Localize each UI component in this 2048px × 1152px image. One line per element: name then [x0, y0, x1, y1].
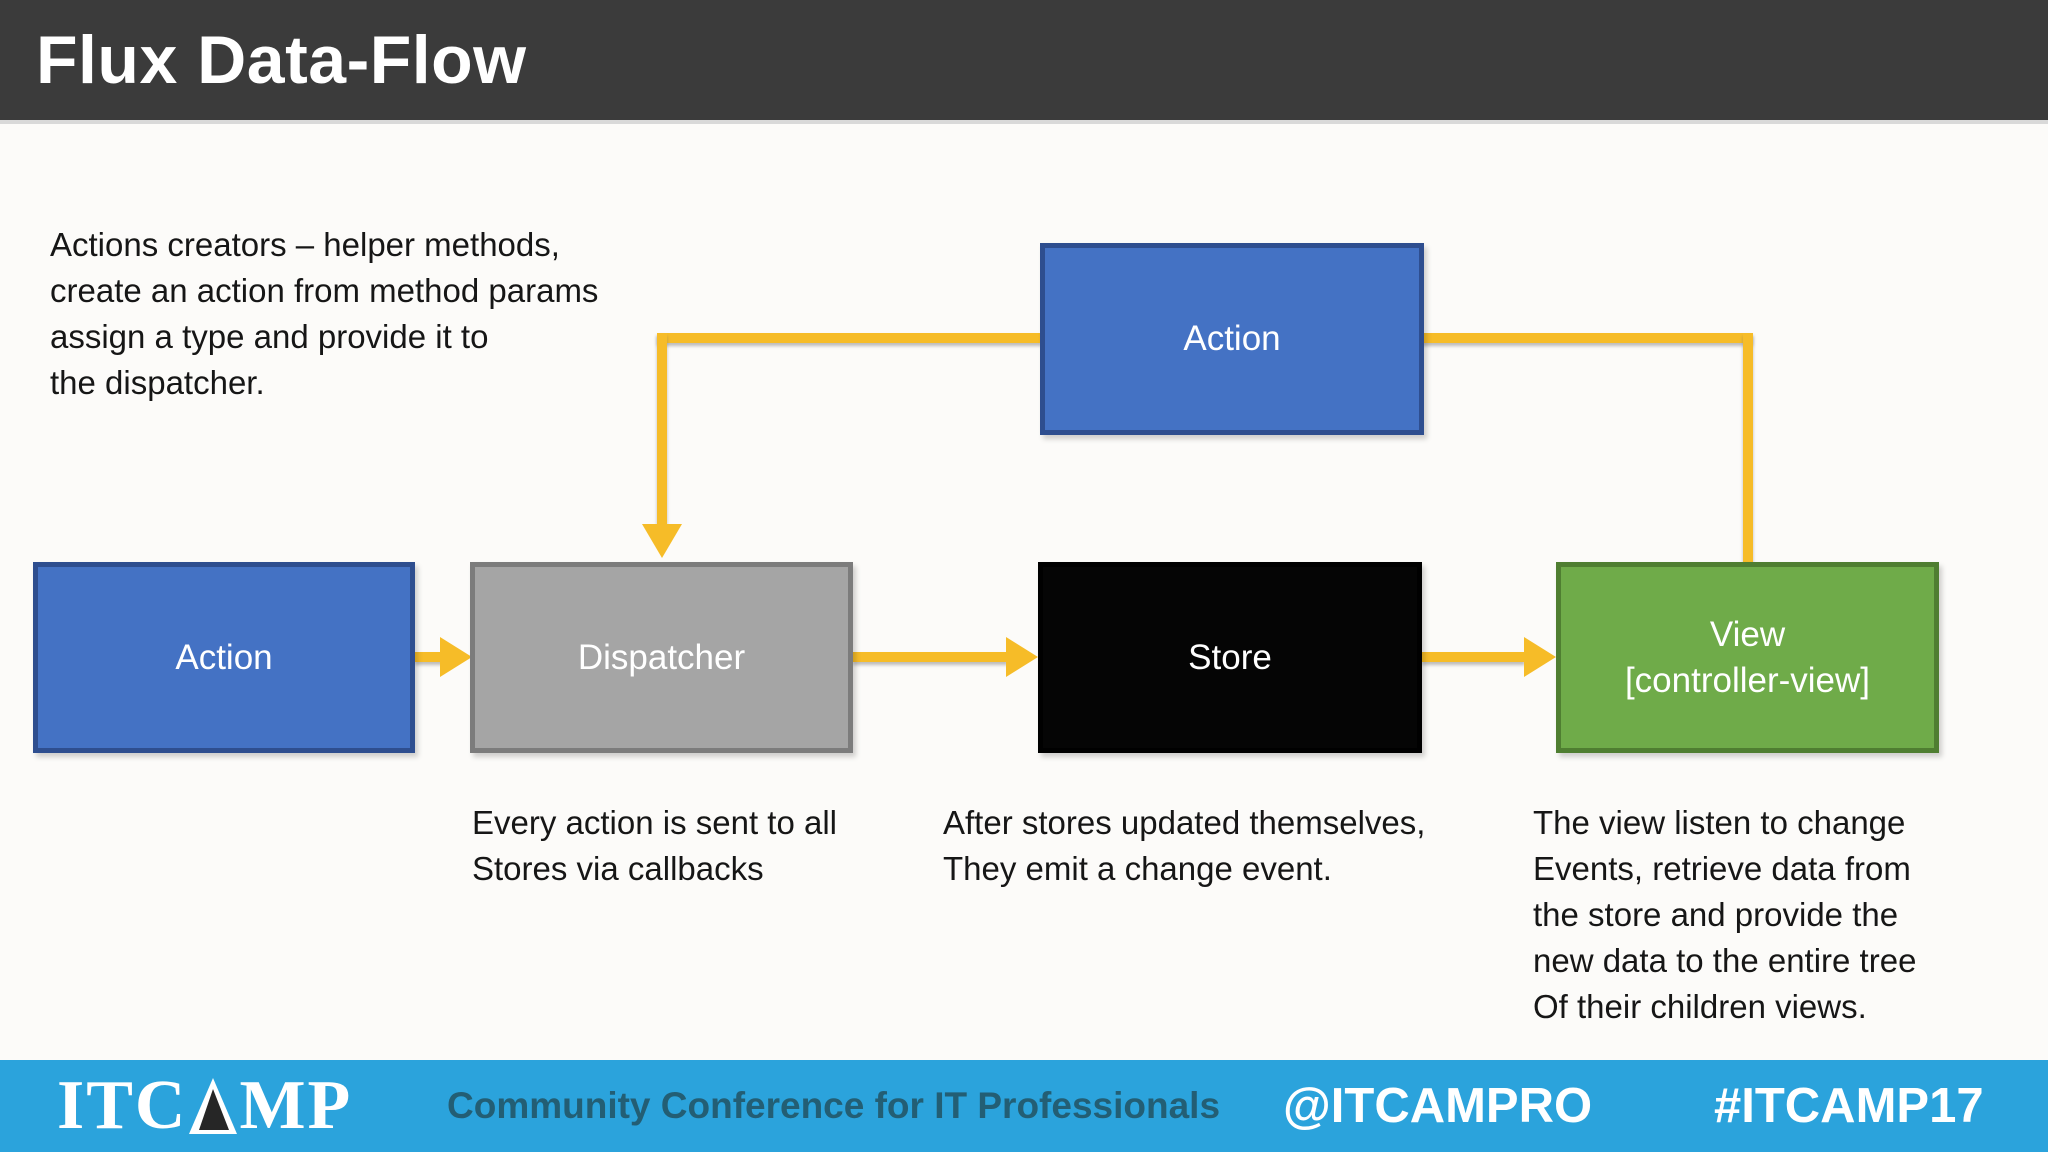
note-store: After stores updated themselves, They em…: [943, 804, 1426, 887]
connector-store-to-view: [1422, 652, 1525, 662]
footer-bar: ITC MP Community Conference for IT Profe…: [0, 1060, 2048, 1152]
footer-twitter-handle: @ITCAMPRO: [1283, 1079, 1593, 1133]
node-action-left-label: Action: [175, 637, 273, 677]
arrowhead-into-view: [1524, 637, 1556, 677]
arrowhead-into-store: [1006, 637, 1038, 677]
node-store: Store: [1038, 562, 1422, 753]
footer-hashtag: #ITCAMP17: [1714, 1079, 1984, 1133]
note-action-creators: Actions creators – helper methods, creat…: [50, 226, 599, 401]
connector-view-to-action-horizontal: [1422, 333, 1753, 343]
note-view: The view listen to change Events, retrie…: [1533, 804, 1917, 1025]
footer-tagline: Community Conference for IT Professional…: [447, 1085, 1221, 1126]
tent-triangle-icon: [189, 1078, 238, 1134]
connector-view-to-action-vertical: [1743, 333, 1753, 564]
connector-actionleft-to-dispatcher: [415, 652, 443, 662]
page-title: Flux Data-Flow: [36, 22, 527, 98]
node-action-top-label: Action: [1183, 319, 1281, 359]
node-store-label: Store: [1188, 637, 1272, 677]
node-dispatcher-label: Dispatcher: [577, 637, 746, 677]
connector-action-to-dispatcher-horizontal: [657, 333, 1042, 343]
node-action-left: Action: [33, 562, 415, 753]
connector-action-to-dispatcher-vertical: [657, 333, 667, 525]
connector-dispatcher-to-store: [853, 652, 1008, 662]
arrowhead-into-dispatcher: [440, 637, 472, 677]
itcamp-logo: ITC MP: [57, 1060, 352, 1152]
node-dispatcher: Dispatcher: [470, 562, 853, 753]
note-dispatcher: Every action is sent to all Stores via c…: [472, 804, 837, 887]
node-view: View [controller-view]: [1556, 562, 1939, 753]
node-action-top: Action: [1040, 243, 1424, 435]
header-bar: Flux Data-Flow: [0, 0, 2048, 124]
arrowhead-into-dispatcher-top: [642, 524, 682, 558]
node-view-label: View [controller-view]: [1624, 615, 1871, 700]
logo-text-suffix: MP: [239, 1067, 353, 1144]
logo-text-prefix: ITC: [57, 1067, 188, 1144]
